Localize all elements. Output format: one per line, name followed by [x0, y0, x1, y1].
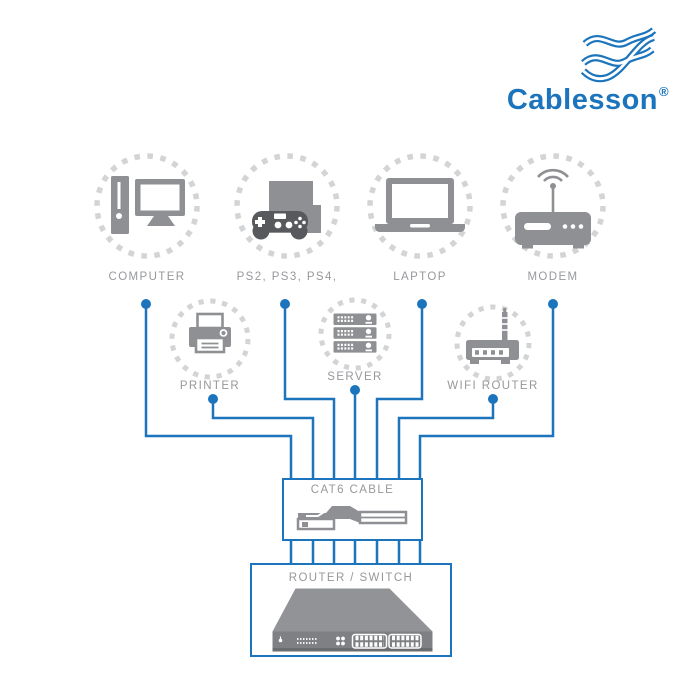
label-modem: MODEM — [527, 271, 579, 283]
connection-dot-server — [350, 385, 360, 395]
device-computer — [94, 153, 200, 259]
network-switch-icon — [272, 588, 433, 652]
server-rack-icon — [333, 313, 377, 353]
wifi-router-icon — [466, 308, 519, 364]
connection-dots — [141, 299, 558, 404]
cable-line-computer — [144, 304, 293, 480]
cable-line-wifi-router — [397, 399, 495, 480]
brand-wordmark: Cablesson® — [505, 84, 670, 116]
dashed-circle — [234, 153, 340, 259]
connection-dot-computer — [141, 299, 151, 309]
dashed-circle — [367, 153, 473, 259]
dashed-circle — [169, 298, 251, 380]
cablesson-logo: Cablesson® — [505, 26, 670, 115]
hub-to-switch-lines — [289, 538, 422, 568]
dashed-circle — [500, 153, 606, 259]
cable-line-printer — [211, 399, 315, 480]
device-wifi-router — [454, 304, 532, 382]
label-printer: PRINTER — [179, 380, 241, 392]
cablesson-logo-icon — [580, 27, 657, 83]
router-switch-box: ROUTER / SWITCH — [250, 563, 452, 657]
label-server: SERVER — [327, 371, 383, 383]
device-printer — [169, 298, 251, 380]
brand-name: Cablesson — [506, 84, 659, 116]
device-modem — [500, 153, 606, 259]
cat6-cable-box: CAT6 CABLE — [282, 478, 423, 541]
connection-dot-printer — [208, 394, 218, 404]
router-switch-label: ROUTER / SWITCH — [288, 572, 414, 584]
cable-line-modem — [418, 304, 555, 480]
registered-mark: ® — [659, 84, 670, 100]
cat6-cable-label: CAT6 CABLE — [310, 484, 395, 496]
device-ps-consoles — [234, 153, 340, 259]
dashed-circle — [318, 297, 392, 371]
cable-lines — [144, 304, 555, 568]
connection-dot-modem — [548, 299, 558, 309]
label-ps-consoles: PS2, PS3, PS4, — [236, 271, 338, 283]
connection-dot-laptop — [417, 299, 427, 309]
label-wifi-router: WIFI ROUTER — [447, 380, 539, 392]
device-laptop — [367, 153, 473, 259]
modem-icon — [515, 168, 591, 249]
dashed-circle — [94, 153, 200, 259]
desktop-computer-icon — [111, 176, 185, 234]
game-console-icon — [252, 181, 321, 240]
printer-icon — [189, 312, 231, 354]
laptop-icon — [375, 178, 465, 232]
device-server — [318, 297, 392, 371]
connection-dot-ps-consoles — [280, 299, 290, 309]
dashed-circle — [454, 304, 532, 382]
cable-line-ps-consoles — [283, 304, 336, 480]
rj45-connector-icon — [296, 506, 408, 531]
connection-dot-wifi-router — [488, 394, 498, 404]
label-laptop: LAPTOP — [393, 271, 447, 283]
cable-line-laptop — [375, 304, 424, 480]
label-computer: COMPUTER — [108, 271, 186, 283]
